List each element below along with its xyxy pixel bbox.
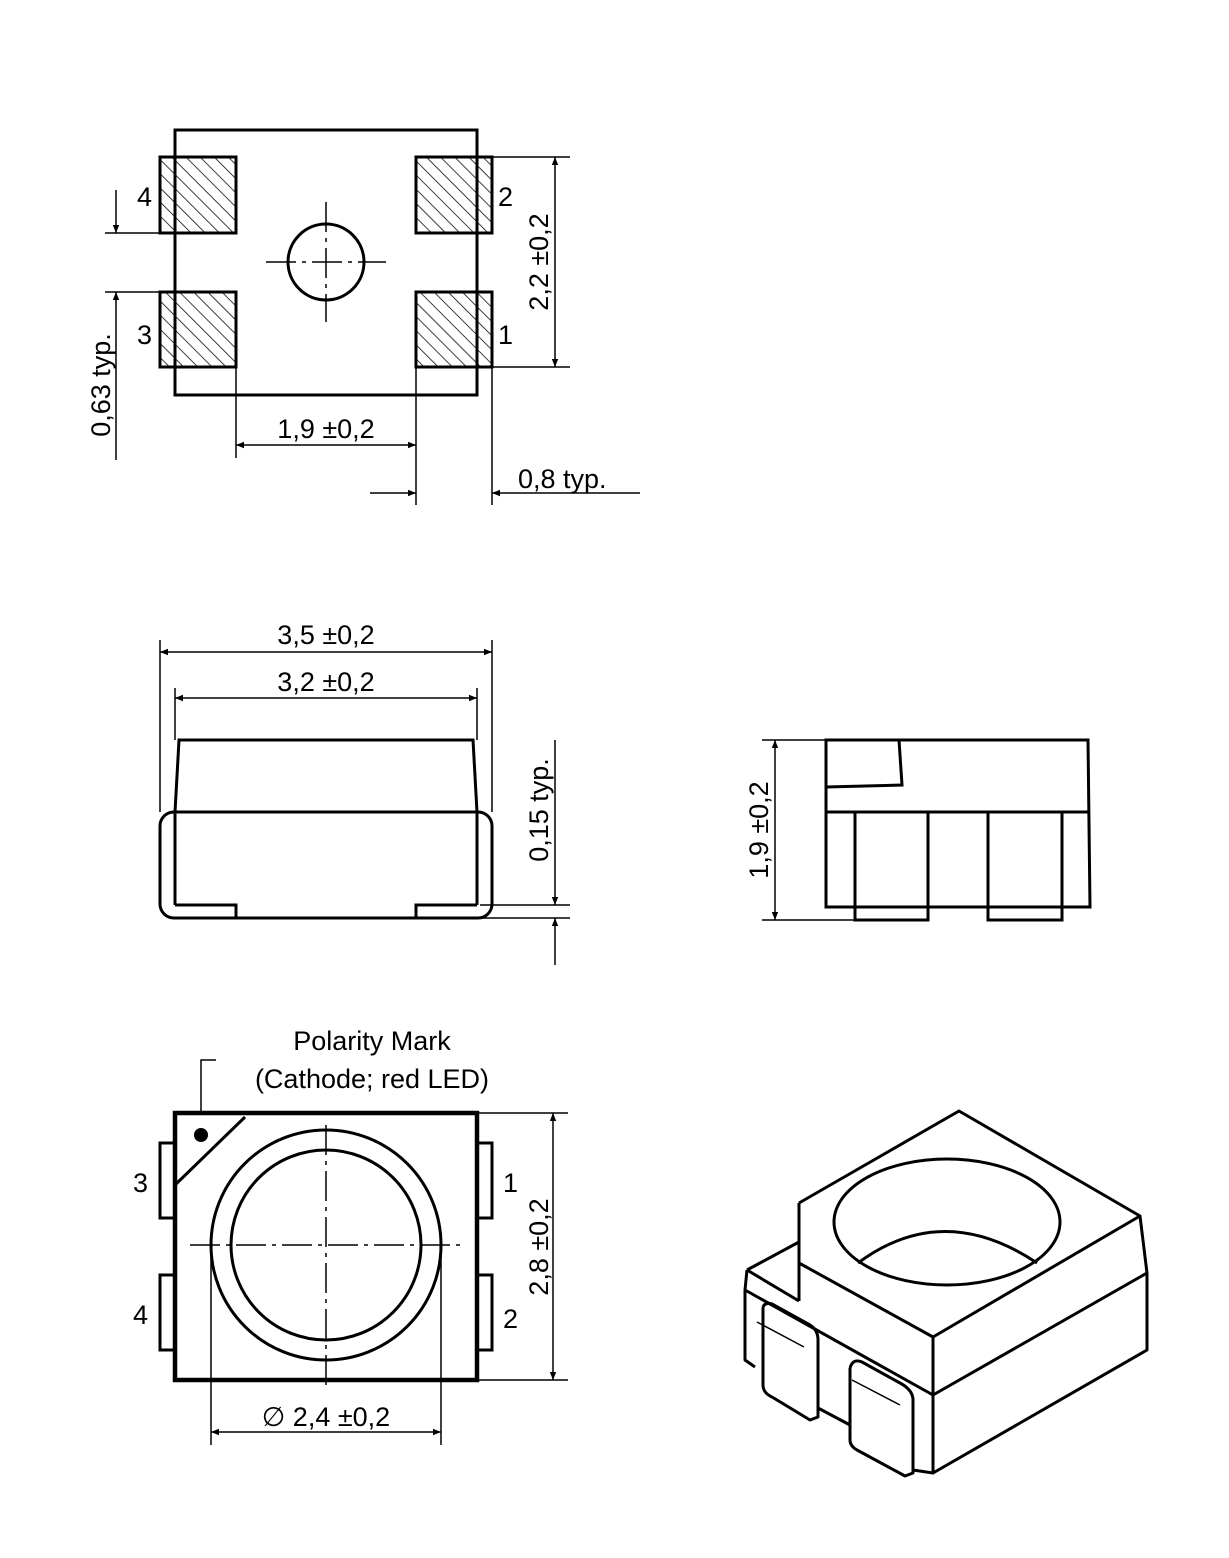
- pad-view: 4 2 3 1 2,2 ±0,2 0,63 typ. 1,9 ±0,2 0,8 …: [86, 128, 640, 505]
- dim-1-9: 1,9 ±0,2: [277, 414, 374, 444]
- polarity-note: (Cathode; red LED): [255, 1064, 489, 1094]
- pad-2: [414, 155, 494, 235]
- end-view: 1,9 ±0,2: [744, 738, 1092, 922]
- dim-diameter-2-4: ∅ 2,4 ±0,2: [262, 1402, 390, 1432]
- side-view: 3,5 ±0,2 3,2 ±0,2 0,15 typ.: [158, 620, 570, 965]
- package-body-outline: [173, 128, 479, 397]
- side-body-leads: [158, 810, 494, 920]
- front-view: Polarity Mark (Cathode; red LED) 3 4 1 2…: [133, 1026, 568, 1445]
- pin-label-2-front: 2: [503, 1304, 518, 1334]
- pin-label-1-front: 1: [503, 1168, 518, 1198]
- pin-label-3: 3: [137, 320, 152, 350]
- dim-0-8: 0,8 typ.: [518, 464, 607, 494]
- pin-label-4: 4: [137, 182, 152, 212]
- pin-label-2: 2: [498, 182, 513, 212]
- side-body-top: [173, 738, 479, 813]
- pin-label-1: 1: [498, 320, 513, 350]
- dim-1-9-height: 1,9 ±0,2: [744, 781, 774, 878]
- polarity-title: Polarity Mark: [293, 1026, 451, 1056]
- iso-lens-opening: [832, 1157, 1062, 1287]
- pad-1: [414, 290, 494, 369]
- pin-label-4-front: 4: [133, 1300, 148, 1330]
- pad-3: [158, 290, 238, 369]
- dim-3-5: 3,5 ±0,2: [277, 620, 374, 650]
- polarity-mark-dot: [194, 1128, 208, 1142]
- dim-2-2: 2,2 ±0,2: [524, 213, 554, 310]
- isometric-view: [743, 1109, 1149, 1478]
- dim-3-2: 3,2 ±0,2: [277, 667, 374, 697]
- dim-0-15: 0,15 typ.: [524, 758, 554, 862]
- dim-2-8: 2,8 ±0,2: [524, 1198, 554, 1295]
- pin-label-3-front: 3: [133, 1168, 148, 1198]
- dim-0-63: 0,63 typ.: [86, 333, 116, 437]
- pad-4: [158, 155, 238, 235]
